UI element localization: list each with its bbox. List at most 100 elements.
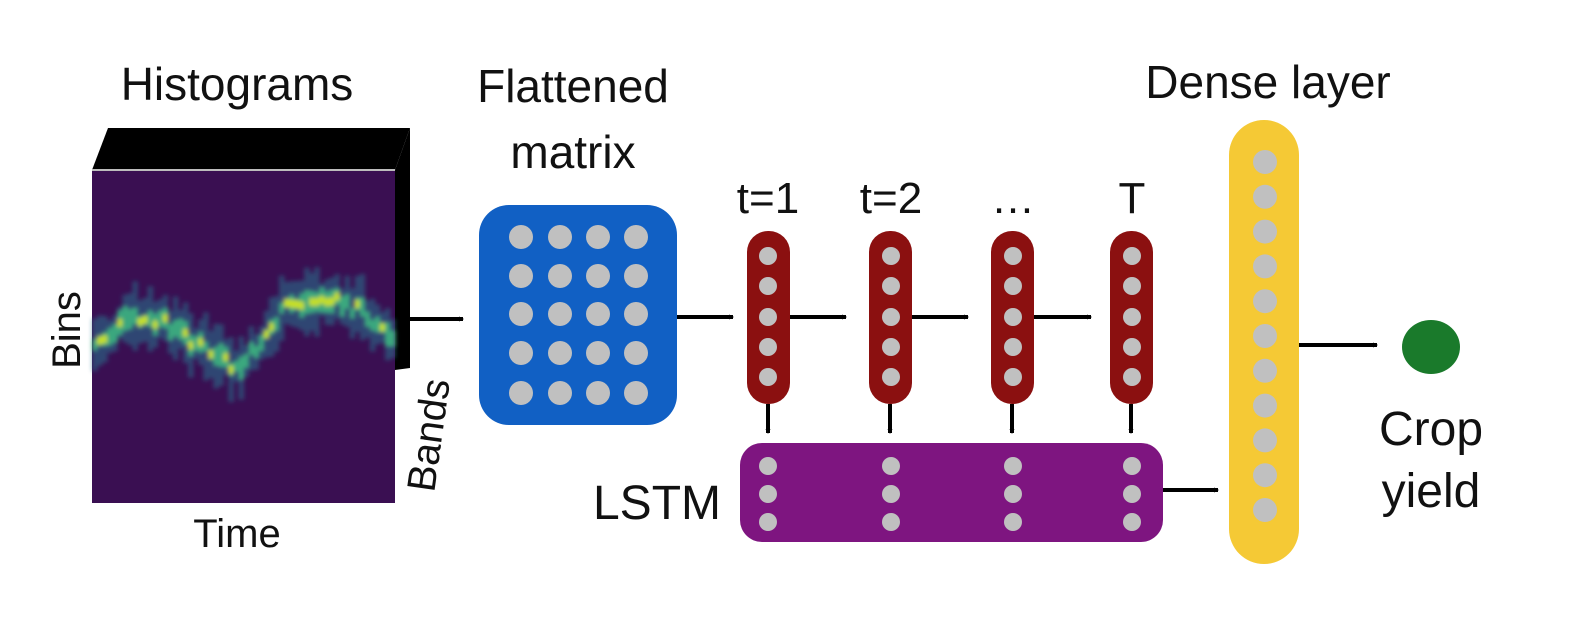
lstm-node <box>759 457 777 475</box>
histogram-column <box>107 327 113 346</box>
histogram-column <box>349 308 356 319</box>
histogram-peak <box>314 297 320 306</box>
histogram-column <box>122 305 128 332</box>
bands-label: Bands <box>399 376 458 494</box>
dense-node <box>1253 324 1277 348</box>
histogram-peak <box>198 338 204 347</box>
histogram-peak <box>299 301 305 310</box>
lstm-node <box>882 485 900 503</box>
matrix-node <box>624 264 648 288</box>
histogram-column <box>233 360 240 372</box>
matrix-node <box>509 381 533 405</box>
histogram-column <box>243 353 250 369</box>
cell-node <box>1123 277 1141 295</box>
dense-node <box>1253 428 1277 453</box>
histogram-column <box>132 307 139 325</box>
histogram-column <box>369 319 376 331</box>
dense-node <box>1253 150 1277 174</box>
timestep-label-T: T <box>1119 174 1146 223</box>
timestep-label-t1: t=1 <box>737 174 799 223</box>
histogram-peak <box>228 365 234 374</box>
matrix-node <box>509 302 533 326</box>
cell-node <box>1004 338 1022 356</box>
lstm-box <box>740 443 1163 542</box>
histogram-column <box>364 311 371 327</box>
histogram-peak <box>263 330 270 339</box>
histogram-peak <box>319 295 325 304</box>
histogram-column <box>253 345 260 359</box>
cell-node <box>759 368 777 386</box>
matrix-node <box>548 381 572 405</box>
flattened-matrix-nodes <box>509 225 648 405</box>
dense-layer-nodes <box>1253 150 1277 522</box>
lstm-label: LSTM <box>593 477 721 530</box>
dense-node <box>1253 289 1277 314</box>
histogram-column <box>248 341 255 356</box>
histogram-column <box>147 310 154 328</box>
histogram-column <box>167 323 174 341</box>
cell-node <box>1004 247 1022 265</box>
matrix-node <box>586 302 610 326</box>
crop-yield-label-line2: yield <box>1382 465 1481 518</box>
matrix-node <box>548 225 572 249</box>
flattened-title-line2: matrix <box>510 126 635 178</box>
histogram-peak <box>283 298 290 307</box>
cell-node <box>759 277 777 295</box>
crop-yield-label-line1: Crop <box>1379 403 1483 456</box>
histogram-peak <box>152 320 159 329</box>
histogram-peak <box>294 300 300 309</box>
cell-node <box>882 338 900 356</box>
lstm-nodes <box>759 457 1141 531</box>
timestep-cell-nodes <box>759 247 1141 386</box>
lstm-node <box>1004 485 1022 503</box>
dense-node <box>1253 463 1277 488</box>
histogram-peak <box>324 298 330 307</box>
timestep-label-ellipsis: … <box>991 174 1035 223</box>
histogram-column <box>218 342 224 368</box>
cell-node <box>1004 308 1022 326</box>
matrix-node <box>624 302 648 326</box>
histogram-column <box>92 338 98 351</box>
cell-node <box>882 277 900 295</box>
cell-node <box>759 247 777 265</box>
lstm-node <box>1123 513 1141 531</box>
cell-node <box>1004 277 1022 295</box>
cell-node <box>759 308 777 326</box>
matrix-node <box>509 225 533 249</box>
flattened-title-line1: Flattened <box>477 60 669 112</box>
histogram-peak <box>354 300 361 309</box>
matrix-node <box>548 302 572 326</box>
histogram-column <box>389 330 396 347</box>
histogram-column <box>273 316 280 332</box>
histogram-column <box>157 310 164 328</box>
cell-node <box>882 368 900 386</box>
cell-node <box>1123 247 1141 265</box>
dense-node <box>1253 358 1277 383</box>
histogram-column <box>213 346 219 366</box>
flattened-matrix-box <box>479 205 677 425</box>
histogram-column <box>359 297 366 317</box>
dense-node <box>1253 393 1277 418</box>
histograms-title: Histograms <box>121 58 354 110</box>
histogram-column <box>304 289 310 315</box>
cell-node <box>1123 368 1141 386</box>
cell-node <box>882 308 900 326</box>
cube-side-face <box>395 128 410 370</box>
lstm-node <box>1004 513 1022 531</box>
matrix-node <box>624 381 648 405</box>
histogram-column <box>127 308 133 330</box>
lstm-node <box>1123 485 1141 503</box>
cell-node <box>1123 308 1141 326</box>
dense-node <box>1253 184 1277 209</box>
histogram-signal <box>92 267 396 402</box>
histogram-column <box>238 356 245 380</box>
cell-node <box>882 247 900 265</box>
histogram-column <box>278 302 285 314</box>
cell-node <box>759 338 777 356</box>
cell-node <box>1004 368 1022 386</box>
histogram-peak <box>288 299 295 308</box>
histogram-peak <box>162 314 169 323</box>
histogram-column <box>258 334 265 352</box>
histogram-peak <box>379 323 386 332</box>
histogram-peak <box>309 297 315 306</box>
